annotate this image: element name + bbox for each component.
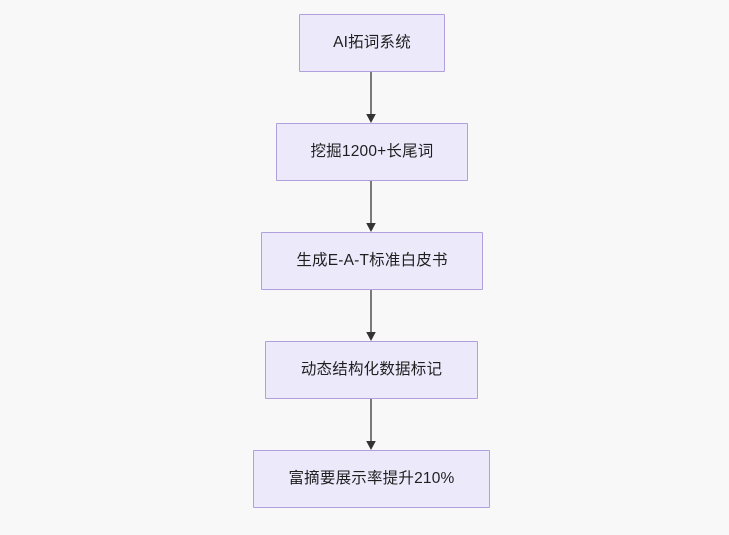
flow-node-label: 富摘要展示率提升210%: [288, 470, 455, 488]
flow-node-label: 挖掘1200+长尾词: [310, 143, 434, 161]
flow-node-mine-longtail-keywords[interactable]: 挖掘1200+长尾词: [276, 123, 468, 181]
flow-node-ai-keyword-system[interactable]: AI拓词系统: [299, 14, 445, 72]
arrow-icon: [366, 181, 376, 232]
arrow-icon: [366, 399, 376, 450]
edge-n1-n2: [361, 72, 381, 123]
arrow-icon: [366, 290, 376, 341]
edge-n3-n4: [361, 290, 381, 341]
arrow-icon: [366, 72, 376, 123]
edge-n4-n5: [361, 399, 381, 450]
edge-n2-n3: [361, 181, 381, 232]
flow-node-label: 生成E-A-T标准白皮书: [296, 252, 448, 270]
flow-node-rich-snippet-impression-uplift[interactable]: 富摘要展示率提升210%: [253, 450, 490, 508]
flow-node-label: AI拓词系统: [333, 34, 411, 52]
flow-node-dynamic-structured-data-markup[interactable]: 动态结构化数据标记: [265, 341, 478, 399]
flow-node-label: 动态结构化数据标记: [300, 361, 443, 379]
flow-node-generate-eat-whitepaper[interactable]: 生成E-A-T标准白皮书: [261, 232, 483, 290]
